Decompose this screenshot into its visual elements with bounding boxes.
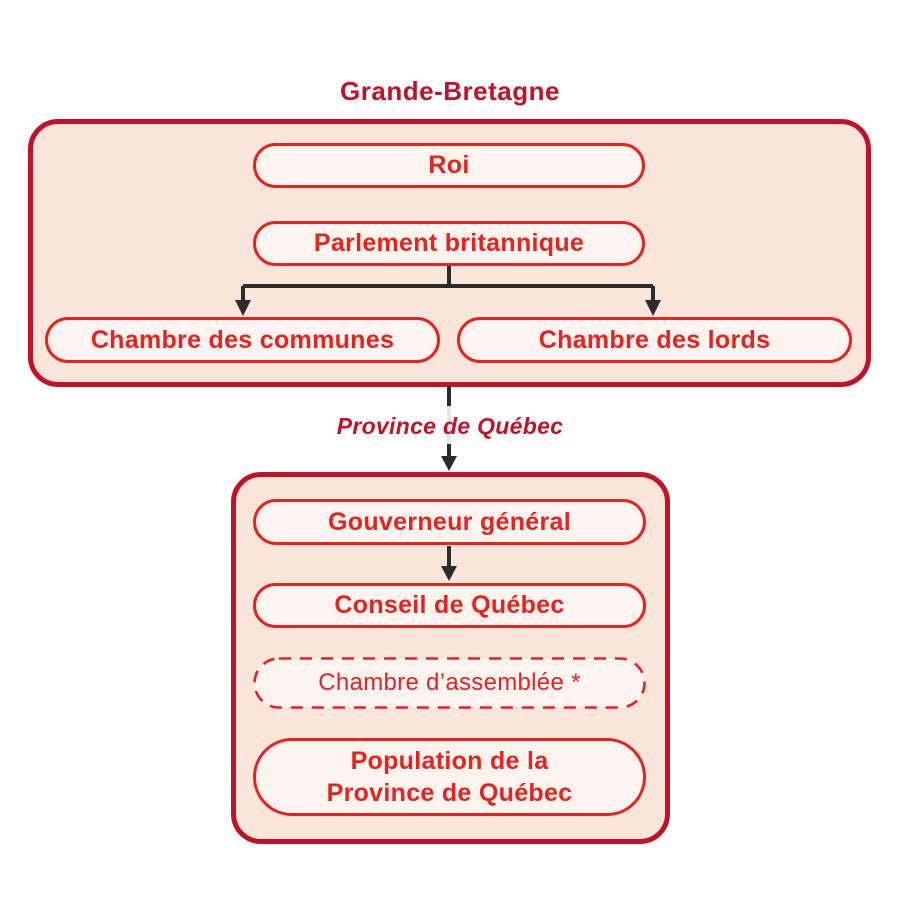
node-parlement-label: Parlement britannique xyxy=(313,229,585,257)
node-roi-label: Roi xyxy=(428,151,470,179)
transition-label: Province de Québec xyxy=(336,413,564,439)
node-conseil-label: Conseil de Québec xyxy=(334,591,565,619)
node-chambre-des-communes: Chambre des communes xyxy=(45,317,440,363)
node-communes-label: Chambre des communes xyxy=(90,325,395,354)
node-gouverneur-general: Gouverneur général xyxy=(253,499,646,545)
arrowhead-to-quebec-panel xyxy=(441,456,457,471)
dashed-outline xyxy=(253,657,646,709)
node-chambre-des-lords: Chambre des lords xyxy=(457,317,852,363)
node-lords-label: Chambre des lords xyxy=(538,325,771,354)
node-conseil-de-quebec: Conseil de Québec xyxy=(253,583,646,628)
node-assemblee-label: Chambre d’assemblée * xyxy=(318,669,581,696)
node-population: Population de la Province de Québec xyxy=(253,738,646,816)
diagram-title: Grande-Bretagne xyxy=(340,76,560,106)
node-population-line2: Province de Québec xyxy=(326,779,573,807)
node-gouverneur-label: Gouverneur général xyxy=(328,507,571,536)
node-roi: Roi xyxy=(253,143,645,188)
dashed-border-rect xyxy=(253,657,646,709)
node-population-line1: Population de la xyxy=(350,746,549,775)
transition-label-background xyxy=(428,406,478,444)
node-parlement-britannique: Parlement britannique xyxy=(253,221,645,266)
node-chambre-assemblee: Chambre d’assemblée * xyxy=(253,657,646,709)
